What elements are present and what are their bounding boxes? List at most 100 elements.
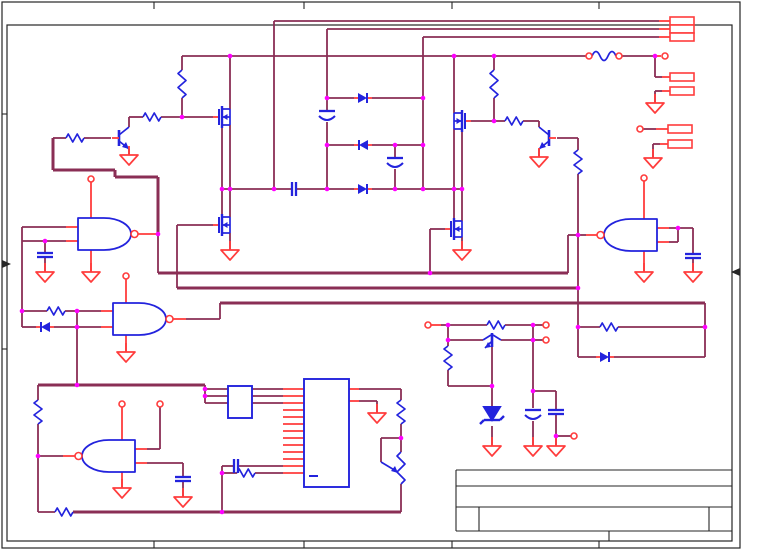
ground-symbol[interactable]: [119, 154, 139, 166]
junction-dot[interactable]: [74, 382, 80, 388]
junction-dot[interactable]: [575, 232, 581, 238]
pin-circle[interactable]: [122, 272, 130, 280]
ground-symbol[interactable]: [482, 445, 502, 457]
mosfet-body-diode[interactable]: [222, 114, 228, 120]
nand-output-bubble[interactable]: [130, 229, 139, 239]
ground-symbol[interactable]: [529, 156, 549, 168]
ground-symbol[interactable]: [634, 271, 654, 283]
junction-dot[interactable]: [451, 53, 457, 59]
ground-symbol[interactable]: [523, 445, 543, 457]
junction-dot[interactable]: [227, 186, 233, 192]
junction-dot[interactable]: [459, 186, 465, 192]
resistor[interactable]: [46, 306, 66, 316]
ground-symbol[interactable]: [81, 271, 101, 283]
junction-dot[interactable]: [553, 433, 559, 439]
junction-dot[interactable]: [530, 388, 536, 394]
ic-chip[interactable]: [303, 378, 350, 488]
connector-pin-box[interactable]: [669, 86, 695, 96]
junction-dot[interactable]: [219, 186, 225, 192]
junction-dot[interactable]: [420, 186, 426, 192]
pin-circle[interactable]: [661, 52, 669, 60]
mosfet-body-diode[interactable]: [222, 222, 228, 228]
pin-circle[interactable]: [585, 52, 593, 60]
bjt-transistor[interactable]: [485, 342, 491, 348]
junction-dot[interactable]: [271, 186, 277, 192]
nand-output-bubble[interactable]: [165, 314, 174, 324]
pin-circle[interactable]: [636, 125, 644, 133]
bjt-transistor[interactable]: [122, 142, 129, 149]
resistor[interactable]: [443, 345, 453, 371]
junction-dot[interactable]: [74, 308, 80, 314]
resistor[interactable]: [573, 149, 583, 175]
junction-dot[interactable]: [575, 285, 581, 291]
connector-pin-box[interactable]: [669, 72, 695, 82]
junction-dot[interactable]: [219, 470, 225, 476]
nand-gate[interactable]: [77, 217, 132, 251]
potentiometer[interactable]: [396, 451, 406, 485]
resistor[interactable]: [33, 399, 43, 425]
grounds-layer[interactable]: [35, 94, 703, 508]
junction-dot[interactable]: [445, 322, 451, 328]
pin-circle[interactable]: [156, 400, 164, 408]
junction-dot[interactable]: [420, 142, 426, 148]
ground-symbol[interactable]: [643, 157, 663, 169]
junction-dot[interactable]: [324, 142, 330, 148]
zener-diode[interactable]: [479, 419, 485, 425]
bjt-transistor[interactable]: [539, 142, 546, 149]
bjt-transistor[interactable]: [538, 126, 550, 136]
junction-dot[interactable]: [491, 118, 497, 124]
junction-dot[interactable]: [530, 337, 536, 343]
pin-circle[interactable]: [542, 336, 550, 344]
ground-symbol[interactable]: [683, 271, 703, 283]
pin-circle[interactable]: [87, 175, 95, 183]
wires-layer[interactable]: [21, 20, 706, 514]
potentiometer-wiper-arrow[interactable]: [391, 466, 398, 473]
resistor[interactable]: [489, 69, 499, 99]
nand-output-bubble[interactable]: [596, 230, 605, 240]
junction-dot[interactable]: [202, 393, 208, 399]
nand-output-bubble[interactable]: [74, 451, 83, 461]
components-layer[interactable]: [33, 16, 701, 517]
junction-dot[interactable]: [491, 53, 497, 59]
junction-dot[interactable]: [530, 322, 536, 328]
junction-dot[interactable]: [675, 225, 681, 231]
polarized-capacitor[interactable]: [524, 414, 542, 420]
junction-dot[interactable]: [392, 142, 398, 148]
fuse[interactable]: [591, 50, 617, 62]
junction-dot[interactable]: [451, 186, 457, 192]
polarized-capacitor[interactable]: [386, 162, 404, 168]
pin-circle[interactable]: [570, 432, 578, 440]
junction-dot[interactable]: [575, 324, 581, 330]
polarized-capacitor[interactable]: [318, 115, 336, 121]
junction-dot[interactable]: [227, 53, 233, 59]
junction-dot[interactable]: [392, 186, 398, 192]
diode[interactable]: [600, 352, 609, 362]
ground-symbol[interactable]: [112, 487, 132, 499]
resistor[interactable]: [504, 116, 524, 126]
nand-gate[interactable]: [81, 439, 136, 473]
junction-dot[interactable]: [420, 95, 426, 101]
nand-gate[interactable]: [112, 302, 167, 336]
bjt-transistor[interactable]: [492, 334, 502, 341]
component-box[interactable]: [227, 385, 253, 419]
connector-pin-box[interactable]: [667, 139, 693, 149]
junction-dot[interactable]: [324, 95, 330, 101]
pin-circle[interactable]: [615, 52, 623, 60]
zener-diode[interactable]: [482, 406, 502, 422]
junction-dot[interactable]: [179, 114, 185, 120]
connector-pin-box[interactable]: [669, 32, 695, 42]
resistor[interactable]: [599, 322, 619, 332]
diode[interactable]: [359, 140, 368, 150]
pin-circle[interactable]: [118, 400, 126, 408]
resistor[interactable]: [236, 468, 256, 478]
pin-circle[interactable]: [542, 321, 550, 329]
junction-dot[interactable]: [398, 435, 404, 441]
junction-dot[interactable]: [74, 324, 80, 330]
resistor[interactable]: [65, 133, 85, 143]
zener-diode[interactable]: [499, 415, 505, 421]
diode[interactable]: [41, 322, 50, 332]
ground-symbol[interactable]: [645, 102, 665, 114]
ground-symbol[interactable]: [35, 271, 55, 283]
